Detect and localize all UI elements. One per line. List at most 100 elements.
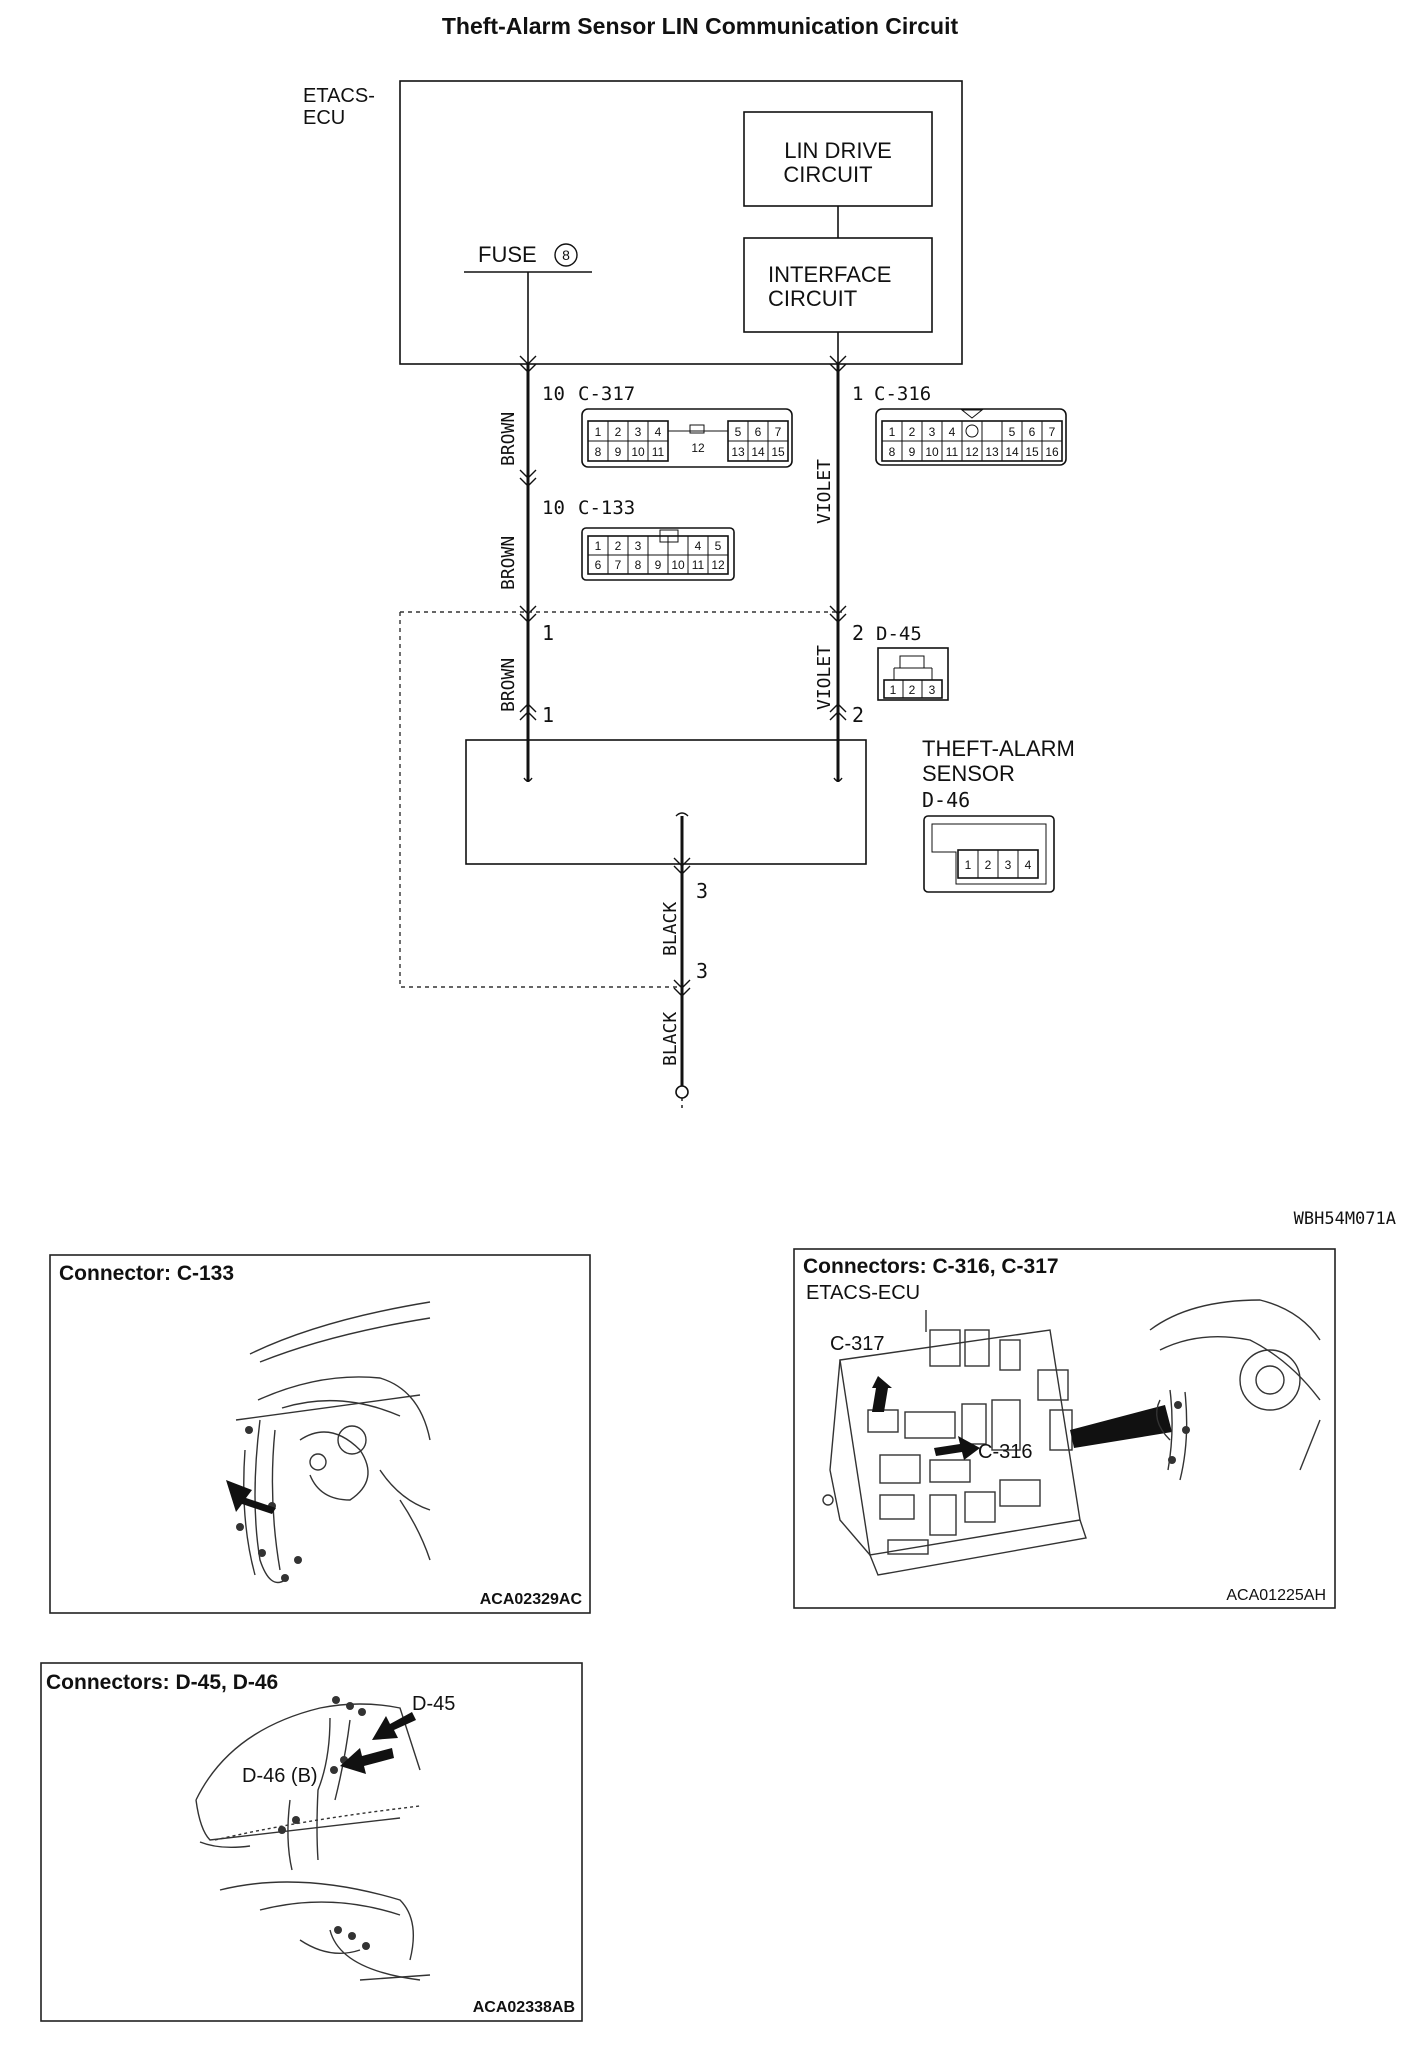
black-pin-top: 3	[696, 879, 708, 903]
sensor-name: D-46	[922, 788, 970, 812]
c317-name: C-317	[578, 383, 635, 405]
connector-c316: 1 C-316 1 2 3 4 5 6 7 8 9 10 11 12 13 14…	[852, 383, 1067, 466]
d45-p2: 2	[909, 683, 916, 697]
c133-p11: 11	[692, 558, 705, 572]
connector-d46: 1 2 3 4	[923, 815, 1055, 893]
brown-label-2: BROWN	[498, 536, 519, 590]
c133-p5: 5	[715, 539, 722, 553]
c317-p6: 6	[755, 425, 762, 439]
c316-p5: 5	[1009, 425, 1016, 439]
c316-p12: 12	[965, 445, 979, 459]
ecu-label-line1: ETACS-	[303, 85, 375, 107]
c316-p4: 4	[949, 425, 956, 439]
c316-p11: 11	[946, 445, 959, 459]
c133-p12: 12	[711, 558, 725, 572]
c316-p6: 6	[1029, 425, 1036, 439]
brown-pin-top: 1	[542, 621, 554, 645]
panel-d45-code: ACA02338AB	[473, 1999, 575, 2016]
c133-name: C-133	[578, 497, 635, 519]
brown-label-3: BROWN	[498, 658, 519, 712]
c317-p9: 9	[615, 445, 622, 459]
d46-p1: 1	[965, 858, 972, 872]
c133-pin: 10	[542, 497, 565, 519]
c316-p2: 2	[909, 425, 916, 439]
ecu-label-line2: ECU	[303, 107, 345, 129]
c133-p3: 3	[635, 539, 642, 553]
panel-c317-label: C-317	[830, 1333, 884, 1355]
c316-pin: 1	[852, 383, 863, 405]
d45-name: D-45	[876, 623, 922, 645]
lin-drive-label-1: LIN DRIVE	[784, 138, 892, 163]
diagram-code: WBH54M071A	[1294, 1209, 1396, 1229]
c317-p14: 14	[751, 445, 765, 459]
c133-p8: 8	[635, 558, 642, 572]
panel-d45-title: Connectors: D-45, D-46	[46, 1671, 278, 1694]
c133-p10: 10	[671, 558, 685, 572]
c316-p9: 9	[909, 445, 916, 459]
panel-c316-code: ACA01225AH	[1226, 1587, 1326, 1604]
d45-pin-top: 2	[852, 621, 864, 645]
d45-p3: 3	[929, 683, 936, 697]
panel-c316-label: C-316	[978, 1441, 1032, 1463]
violet-label-2: VIOLET	[814, 645, 835, 710]
panel-d46-label: D-46 (B)	[242, 1765, 318, 1787]
c317-p4: 4	[655, 425, 662, 439]
interface-label-2: CIRCUIT	[768, 286, 857, 311]
c317-p8: 8	[595, 445, 602, 459]
c317-pin: 10	[542, 383, 565, 405]
rear-cabin-illustration	[195, 1696, 431, 1981]
black-pin-bottom: 3	[696, 959, 708, 983]
c317-p11: 11	[652, 445, 665, 459]
etacs-ecu-block: ETACS- ECU LIN DRIVE CIRCUIT INTERFACE C…	[303, 80, 963, 365]
interface-label-1: INTERFACE	[768, 262, 891, 287]
d45-pin-bottom: 2	[852, 703, 864, 727]
fuse-number: 8	[562, 247, 570, 263]
c133-p9: 9	[655, 558, 662, 572]
panel-c316-title: Connectors: C-316, C-317	[803, 1255, 1059, 1278]
ground-symbol	[675, 1085, 689, 1099]
c316-p15: 15	[1025, 445, 1039, 459]
c133-p1: 1	[595, 539, 602, 553]
dashboard-illustration	[226, 1301, 431, 1584]
c317-p13: 13	[731, 445, 745, 459]
d45-p1: 1	[890, 683, 897, 697]
c316-p7: 7	[1049, 425, 1056, 439]
harness-dashed-outline	[399, 611, 842, 988]
lin-drive-label-2: CIRCUIT	[783, 162, 872, 187]
black-label-1: BLACK	[660, 902, 681, 956]
brown-pin-bottom: 1	[542, 703, 554, 727]
c317-p10: 10	[631, 445, 645, 459]
panel-c133-code: ACA02329AC	[480, 1591, 583, 1608]
sensor-label-1: THEFT-ALARM	[922, 736, 1075, 761]
panel-c316-c317: Connectors: C-316, C-317 ETACS-ECU	[793, 1248, 1336, 1609]
c317-p7: 7	[775, 425, 782, 439]
black-label-2: BLACK	[660, 1012, 681, 1066]
connector-c133: 10 C-133 1 2 3 4 5 6 7 8 9 10 11 12	[542, 497, 735, 581]
connector-c317: 10 C-317 1 2 3 4 5 6 7 8 9 10 11 12 13 1…	[542, 383, 793, 468]
c133-p6: 6	[595, 558, 602, 572]
panel-c316-subtitle: ETACS-ECU	[806, 1282, 920, 1304]
violet-wire: VIOLET VIOLET	[814, 355, 847, 782]
c317-p1: 1	[595, 425, 602, 439]
c316-p10: 10	[925, 445, 939, 459]
brown-wire: BROWN BROWN BROWN	[498, 355, 537, 782]
fuse-label: FUSE	[478, 242, 537, 267]
c317-p5: 5	[735, 425, 742, 439]
fuse-number-circle	[554, 243, 578, 267]
c133-p2: 2	[615, 539, 622, 553]
violet-label-1: VIOLET	[814, 459, 835, 524]
panel-c133: Connector: C-133 ACA02329AC	[49, 1254, 591, 1614]
theft-alarm-sensor: THEFT-ALARM SENSOR D-46	[465, 736, 1075, 865]
etacs-ecu-illustration	[822, 1299, 1321, 1576]
c316-p13: 13	[985, 445, 999, 459]
c133-p7: 7	[615, 558, 622, 572]
d46-p3: 3	[1005, 858, 1012, 872]
d46-p2: 2	[985, 858, 992, 872]
c316-p14: 14	[1005, 445, 1019, 459]
c316-p8: 8	[889, 445, 896, 459]
c317-p3: 3	[635, 425, 642, 439]
c316-p1: 1	[889, 425, 896, 439]
d46-p4: 4	[1025, 858, 1032, 872]
c316-p16: 16	[1045, 445, 1059, 459]
c316-name: C-316	[874, 383, 931, 405]
